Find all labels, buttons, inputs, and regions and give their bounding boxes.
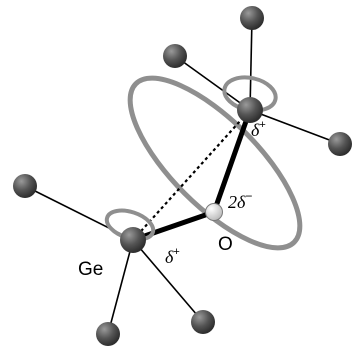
atom-ge-left [13,174,37,198]
atom-ge-right [191,310,215,334]
dipole-ellipse [127,75,303,251]
label-delta-oxygen: 2δ− [228,189,252,212]
atom-oxygen [205,203,223,221]
label-o: O [218,234,233,255]
bond-top-up [249,17,253,111]
bond-top-left [174,55,251,111]
atom-top-right [328,132,352,156]
bond-ge-down [107,239,134,335]
atom-ge [120,227,146,253]
atom-top-center [237,97,263,123]
bond-top-right [249,109,341,145]
atom-top-left [163,44,187,68]
bond-o-ge [132,209,215,243]
bond-o-top [211,109,253,213]
bond-ge-right [132,239,204,323]
atom-top-up [240,6,264,30]
label-delta-top: δ+ [251,119,266,140]
atom-ge-down [96,322,120,346]
dotted-link [132,109,251,241]
label-ge: Ge [78,259,103,280]
label-delta-ge: δ+ [165,246,180,267]
